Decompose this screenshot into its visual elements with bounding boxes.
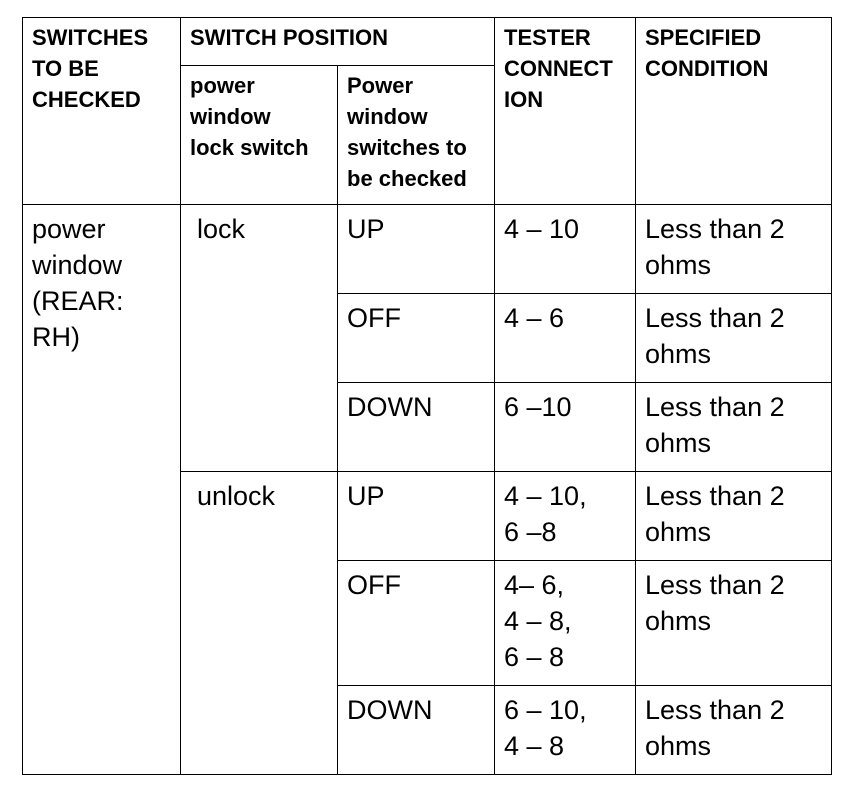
condition-cell: Less than 2 ohms [635, 685, 832, 775]
table-row: OFF 4– 6, 4 – 8, 6 – 8 Less than 2 ohms [23, 560, 832, 686]
lock-position-cell: lock [180, 204, 338, 472]
table-row: unlock UP 4 – 10, 6 –8 Less than 2 ohms [23, 471, 832, 775]
switch-inspection-table: SWITCHES TO BE CHECKED SWITCH POSITION T… [22, 17, 832, 775]
position-cell: DOWN [337, 685, 495, 775]
connection-cell: 4– 6, 4 – 8, 6 – 8 [494, 560, 636, 686]
header-power-window-switches-checked: Power window switches to be checked [337, 65, 495, 205]
header-switches-to-be-checked: SWITCHES TO BE CHECKED [22, 17, 181, 205]
position-cell: UP [337, 204, 495, 294]
position-cell: OFF [337, 293, 495, 383]
table-row: OFF 4 – 6 Less than 2 ohms [23, 293, 832, 383]
connection-cell: 6 – 10, 4 – 8 [494, 685, 636, 775]
position-cell: UP [337, 471, 495, 561]
table-row: DOWN 6 – 10, 4 – 8 Less than 2 ohms [23, 685, 832, 775]
connection-cell: 4 – 10, 6 –8 [494, 471, 636, 561]
lock-position-cell: unlock [180, 471, 338, 775]
table-row: power window (REAR: RH) lock UP 4 – 10 L… [22, 204, 832, 775]
position-cell: DOWN [337, 382, 495, 472]
switch-checked-cell: power window (REAR: RH) [22, 204, 181, 775]
header-specified-condition: SPECIFIED CONDITION [635, 17, 832, 205]
connection-cell: 6 –10 [494, 382, 636, 472]
position-cell: OFF [337, 560, 495, 686]
condition-cell: Less than 2 ohms [635, 293, 832, 383]
header-power-window-lock-switch: power window lock switch [180, 65, 338, 205]
condition-cell: Less than 2 ohms [635, 204, 832, 294]
condition-cell: Less than 2 ohms [635, 560, 832, 686]
condition-cell: Less than 2 ohms [635, 471, 832, 561]
connection-cell: 4 – 6 [494, 293, 636, 383]
header-switch-position: SWITCH POSITION [180, 17, 495, 66]
header-tester-connection: TESTER CONNECT ION [494, 17, 636, 205]
table-row: DOWN 6 –10 Less than 2 ohms [23, 382, 832, 472]
connection-cell: 4 – 10 [494, 204, 636, 294]
condition-cell: Less than 2 ohms [635, 382, 832, 472]
